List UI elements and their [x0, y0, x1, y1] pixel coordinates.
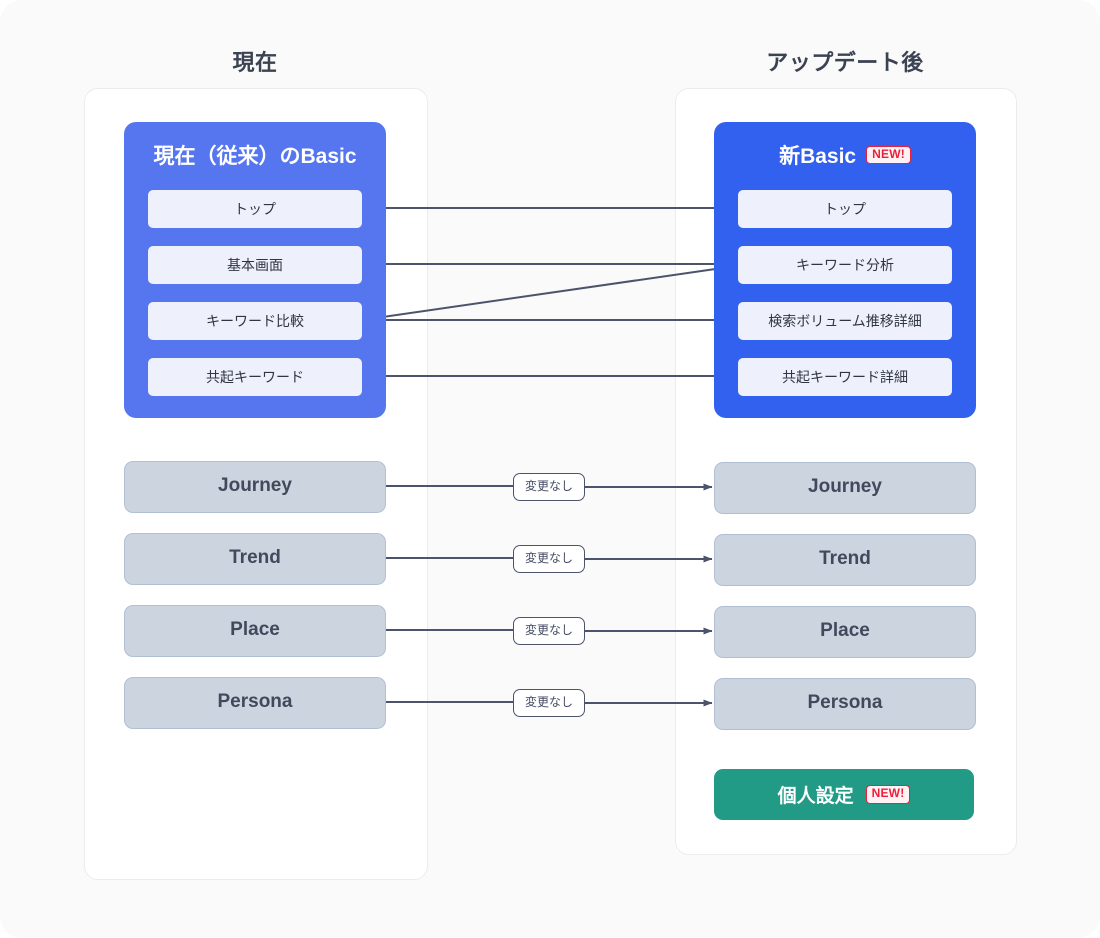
right-item-search-volume-detail[interactable]: 検索ボリューム推移詳細	[738, 302, 952, 340]
left-item-keyword-compare[interactable]: キーワード比較	[148, 302, 362, 340]
left-item-cooccurrence-keyword[interactable]: 共起キーワード	[148, 358, 362, 396]
new-badge-icon: NEW!	[866, 145, 911, 165]
left-feature-journey[interactable]: Journey	[124, 461, 386, 513]
right-item-top[interactable]: トップ	[738, 190, 952, 228]
left-feature-place[interactable]: Place	[124, 605, 386, 657]
left-item-basic-screen[interactable]: 基本画面	[148, 246, 362, 284]
right-item-keyword-analysis[interactable]: キーワード分析	[738, 246, 952, 284]
right-feature-journey[interactable]: Journey	[714, 462, 976, 514]
group-current-basic-title: 現在（従来）のBasic	[124, 140, 386, 170]
column-title-current: 現在	[232, 50, 278, 75]
right-item-cooccurrence-detail[interactable]: 共起キーワード詳細	[738, 358, 952, 396]
new-badge-icon: NEW!	[865, 785, 911, 804]
left-feature-persona[interactable]: Persona	[124, 677, 386, 729]
connector-label-journey: 変更なし	[513, 473, 585, 501]
connector-label-trend: 変更なし	[513, 545, 585, 573]
connector-label-place: 変更なし	[513, 617, 585, 645]
left-feature-trend[interactable]: Trend	[124, 533, 386, 585]
connector-label-persona: 変更なし	[513, 689, 585, 717]
column-title-after-update: アップデート後	[766, 50, 924, 75]
right-feature-persona[interactable]: Persona	[714, 678, 976, 730]
right-feature-trend[interactable]: Trend	[714, 534, 976, 586]
group-new-basic-title: 新Basic NEW!	[714, 140, 976, 170]
right-feature-place[interactable]: Place	[714, 606, 976, 658]
personal-settings-button[interactable]: 個人設定 NEW!	[714, 769, 974, 820]
group-current-basic-title-text: 現在（従来）のBasic	[153, 145, 357, 168]
personal-settings-label: 個人設定	[777, 786, 854, 807]
left-item-top[interactable]: トップ	[148, 190, 362, 228]
group-new-basic-title-text: 新Basic	[779, 145, 857, 168]
